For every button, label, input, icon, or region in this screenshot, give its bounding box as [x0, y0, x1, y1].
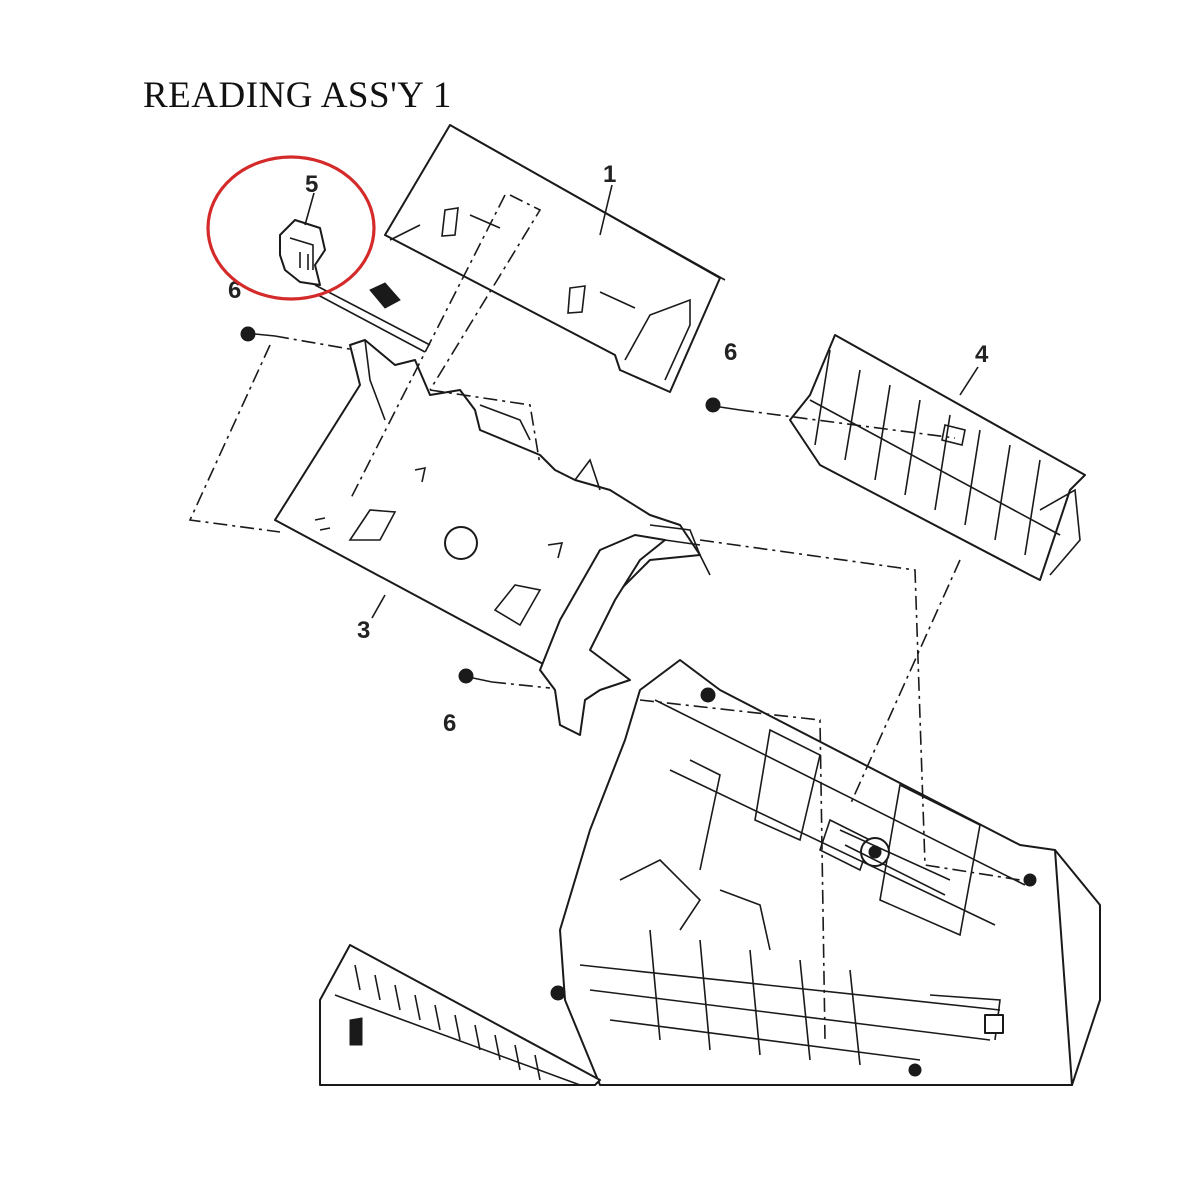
callout-part-3: 3 [357, 617, 370, 644]
screw-c [458, 668, 493, 684]
linkage-bar [314, 282, 431, 353]
partial-assembly-bottom-left [319, 944, 601, 1086]
machine-body [550, 659, 1101, 1086]
part-3-reading-plate [274, 339, 711, 736]
callout-part-1: 1 [603, 161, 616, 188]
callout-part-4: 4 [975, 341, 989, 368]
screw-b [705, 397, 741, 413]
part-1-top-cover [384, 124, 726, 393]
callout-screw-c: 6 [443, 710, 456, 737]
part-5-latch [279, 219, 326, 286]
diagram-title: READING ASS'Y 1 [143, 75, 452, 116]
callout-screw-b: 6 [724, 339, 737, 366]
screw-a [240, 326, 276, 342]
callout-leaders [304, 184, 979, 619]
highlight-circle [206, 155, 376, 301]
part-4-side-panel [789, 334, 1086, 581]
assembly-lines [188, 194, 1021, 1041]
callout-part-5: 5 [305, 171, 318, 198]
